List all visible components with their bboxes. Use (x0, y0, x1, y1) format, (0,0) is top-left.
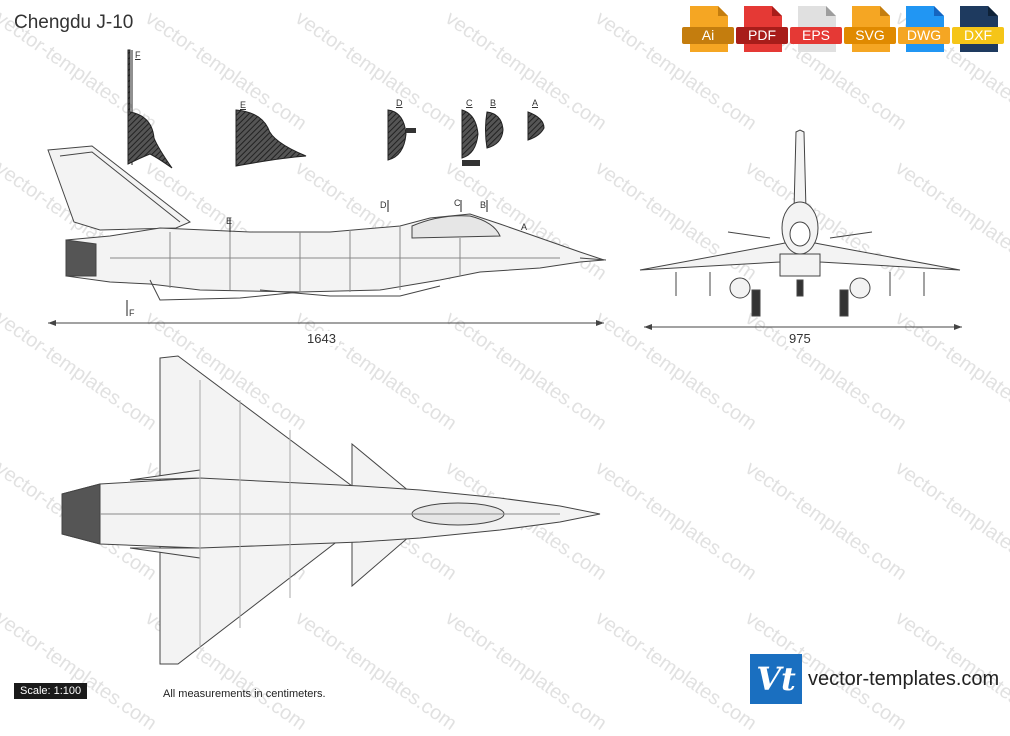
cross-section-d (387, 109, 416, 161)
badge-label: DWG (898, 27, 950, 44)
side-view (47, 145, 607, 301)
section-label-f-top: F (135, 50, 141, 60)
brand-link[interactable]: Vt vector-templates.com (750, 654, 999, 704)
svg-file-icon[interactable]: SVG (844, 4, 896, 54)
cross-section-c (461, 109, 480, 166)
format-badges: Ai PDF EPS SVG DWG DXF (682, 4, 1004, 54)
badge-label: EPS (790, 27, 842, 44)
measurement-note: All measurements in centimeters. (163, 688, 326, 700)
top-view (61, 355, 601, 665)
span-label: 975 (786, 331, 814, 346)
section-label-d-top: D (396, 98, 403, 108)
front-view (639, 129, 961, 317)
section-marker-f: F (129, 308, 135, 318)
badge-label: SVG (844, 27, 896, 44)
aircraft-blueprint (47, 49, 962, 665)
dxf-file-icon[interactable]: DXF (952, 4, 1004, 54)
section-label-c-top: C (466, 98, 473, 108)
pdf-file-icon[interactable]: PDF (736, 4, 788, 54)
span-dimension-line (644, 324, 962, 330)
cross-section-a (527, 111, 545, 141)
section-label-a-top: A (532, 98, 539, 108)
eps-file-icon[interactable]: EPS (790, 4, 842, 54)
dwg-file-icon[interactable]: DWG (898, 4, 950, 54)
cross-section-f (127, 49, 173, 169)
length-dimension-line (48, 320, 604, 326)
page-title: Chengdu J-10 (14, 12, 134, 33)
section-marker-a: A (521, 222, 528, 232)
brand-text: vector-templates.com (808, 667, 1000, 690)
section-marker-c: C (454, 198, 461, 208)
badge-label: PDF (736, 27, 788, 44)
section-marker-b: B (480, 200, 487, 210)
brand-logo-icon: Vt (750, 654, 802, 704)
ai-file-icon[interactable]: Ai (682, 4, 734, 54)
cross-section-b (485, 111, 504, 149)
scale-label: Scale: 1:100 (14, 683, 88, 699)
section-marker-e: E (226, 216, 233, 226)
badge-label: DXF (952, 27, 1004, 44)
section-label-e-top: E (240, 100, 247, 110)
badge-label: Ai (682, 27, 734, 44)
section-marker-d: D (380, 200, 387, 210)
length-label: 1643 (304, 331, 339, 346)
section-label-b-top: B (490, 98, 497, 108)
cross-section-e (235, 109, 307, 167)
